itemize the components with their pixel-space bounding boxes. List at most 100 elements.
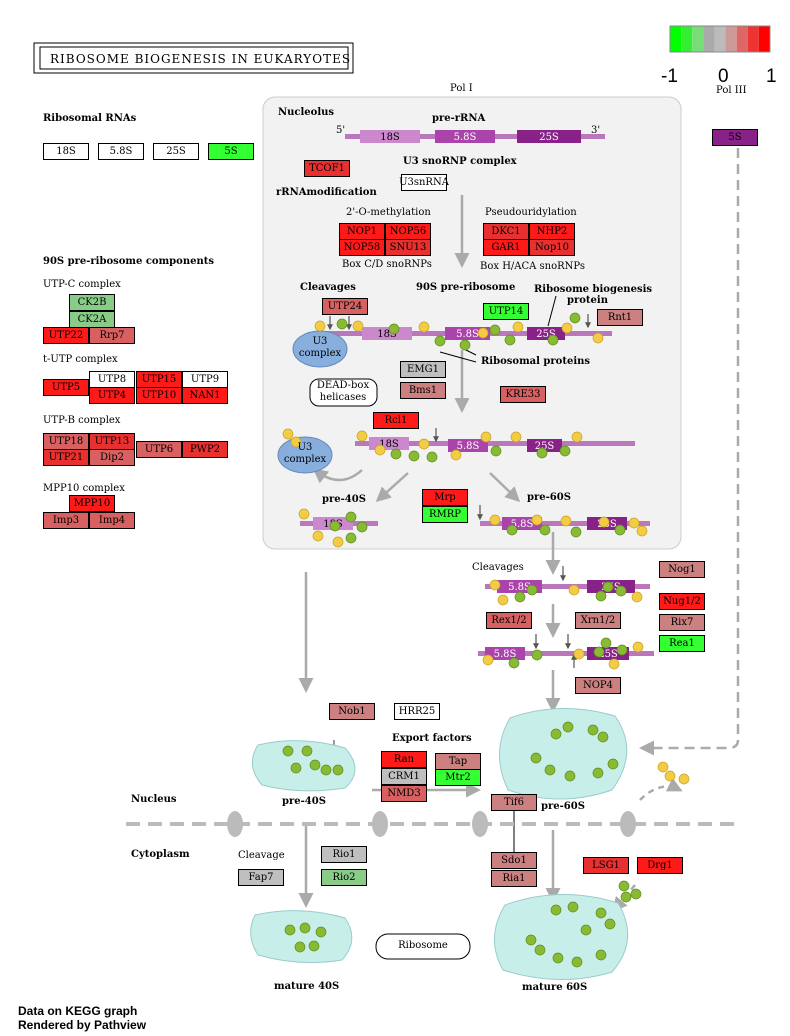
gene-node-u3snrna[interactable]: U3snRNA — [399, 174, 449, 191]
gene-node-xrn12[interactable]: Xrn1/2 — [575, 612, 621, 629]
gene-node-drg1[interactable]: Drg1 — [637, 857, 683, 874]
u3-complex-label-b: U3 — [297, 442, 313, 453]
gene-node-rix7[interactable]: Rix7 — [659, 614, 705, 631]
biogenesis-protein-ball — [512, 321, 524, 333]
ribosomal-protein-ball — [564, 770, 576, 782]
ribosomal-protein-ball — [616, 644, 628, 656]
pre-60s-label: pre-60S — [527, 492, 571, 503]
biogenesis-protein-ball — [561, 322, 573, 334]
gene-node-pwp2[interactable]: PWP2 — [182, 441, 228, 458]
gene-node-mpp10[interactable]: MPP10 — [69, 495, 115, 512]
ribosomal-protein-ball — [570, 526, 582, 538]
gene-node-rrna-5s[interactable]: 5S — [208, 143, 254, 160]
gene-node-tcof1[interactable]: TCOF1 — [304, 160, 350, 177]
ribosomal-protein-ball — [602, 581, 614, 593]
gene-node-pol3-5s[interactable]: 5S — [712, 129, 758, 146]
gene-node-nog1[interactable]: Nog1 — [659, 561, 705, 578]
cleavages-label: Cleavages — [300, 282, 356, 293]
gene-node-dkc1[interactable]: DKC1 — [483, 223, 529, 240]
gene-node-imp4[interactable]: Imp4 — [89, 512, 135, 529]
legend-mid-label: 0 — [718, 66, 729, 87]
gene-node-nhp2[interactable]: NHP2 — [529, 223, 575, 240]
gene-node-bms1[interactable]: Bms1 — [400, 382, 446, 399]
gene-node-ran[interactable]: Ran — [381, 751, 427, 768]
gene-node-utp4[interactable]: UTP4 — [89, 387, 135, 404]
biogenesis-protein-ball — [480, 431, 492, 443]
gene-node-utp21[interactable]: UTP21 — [43, 449, 89, 466]
gene-node-nop1[interactable]: NOP1 — [339, 223, 385, 240]
gene-node-nan1[interactable]: NAN1 — [182, 387, 228, 404]
gene-node-lsg1[interactable]: LSG1 — [583, 857, 629, 874]
gene-node-mtr2[interactable]: Mtr2 — [435, 769, 481, 786]
ribosomal-protein-ball — [544, 764, 556, 776]
gene-node-imp3[interactable]: Imp3 — [43, 512, 89, 529]
gene-node-utp6[interactable]: UTP6 — [136, 441, 182, 458]
gene-node-rrnt1[interactable]: Rnt1 — [597, 309, 643, 326]
ribosomal-protein-ball — [562, 721, 574, 733]
ribosomal-protein-ball — [618, 880, 630, 892]
biogenesis-protein-ball — [298, 508, 310, 520]
gene-node-rio1[interactable]: Rio1 — [321, 846, 367, 863]
rna-backbone — [485, 584, 650, 589]
gene-node-utp10[interactable]: UTP10 — [136, 387, 182, 404]
gene-node-tap[interactable]: Tap — [435, 753, 481, 770]
gene-node-emg1[interactable]: EMG1 — [400, 361, 446, 378]
gene-node-utp5[interactable]: UTP5 — [43, 379, 89, 396]
gene-node-crm1[interactable]: CRM1 — [381, 768, 427, 785]
ribosomal-protein-ball — [345, 532, 357, 544]
gene-node-nug1[interactable]: Nug1/2 — [659, 593, 705, 610]
biogenesis-protein-ball — [531, 514, 543, 526]
ribosomal-protein-ball — [408, 450, 420, 462]
gene-node-nop58[interactable]: NOP58 — [339, 239, 385, 256]
gene-node-rrna-58s[interactable]: 5.8S — [98, 143, 144, 160]
gene-node-rrp7[interactable]: Rrp7 — [89, 327, 135, 344]
rna-segment-label: 5.8S — [508, 582, 531, 593]
gene-node-rcl1[interactable]: Rcl1 — [373, 412, 419, 429]
gene-node-sdo1[interactable]: Sdo1 — [491, 852, 537, 869]
ribosomal-protein-ball — [390, 448, 402, 460]
gene-node-utp14[interactable]: UTP14 — [483, 303, 529, 320]
gene-node-nop4[interactable]: NOP4 — [575, 677, 621, 694]
pre-60s-particle — [499, 707, 628, 800]
biogenesis-protein-ball — [510, 431, 522, 443]
gene-node-gar1[interactable]: GAR1 — [483, 239, 529, 256]
gene-node-utp18[interactable]: UTP18 — [43, 433, 89, 450]
gene-node-mrp[interactable]: Mrp — [422, 489, 468, 506]
gene-node-dip2[interactable]: Dip2 — [89, 449, 135, 466]
dead-box-label-2: helicases — [319, 392, 367, 403]
ribosomal-protein-ball — [514, 591, 526, 603]
gene-node-rrna-18s[interactable]: 18S — [43, 143, 89, 160]
gene-node-rex12[interactable]: Rex1/2 — [486, 612, 532, 629]
gene-node-fap7[interactable]: Fap7 — [238, 869, 284, 886]
rna-segment-label: 5.8S — [457, 441, 480, 452]
gene-node-hrr25[interactable]: HRR25 — [394, 703, 440, 720]
gene-node-ria1[interactable]: Ria1 — [491, 870, 537, 887]
gene-node-utp9[interactable]: UTP9 — [182, 371, 228, 388]
gene-node-ck2b[interactable]: CK2B — [69, 294, 115, 311]
gene-node-rmrp[interactable]: RMRP — [422, 506, 468, 523]
gene-node-snu13[interactable]: SNU13 — [385, 239, 431, 256]
gene-node-nop10[interactable]: Nop10 — [529, 239, 575, 256]
gene-node-rrna-25s[interactable]: 25S — [153, 143, 199, 160]
biogenesis-protein-ball — [632, 641, 644, 653]
ribosomal-protein-ball — [593, 646, 605, 658]
gene-node-ck2a[interactable]: CK2A — [69, 311, 115, 328]
pol-iii-label: Pol III — [716, 85, 747, 96]
gene-node-rea1[interactable]: Rea1 — [659, 635, 705, 652]
biogenesis-protein-ball — [489, 514, 501, 526]
gene-node-utp24[interactable]: UTP24 — [322, 298, 368, 315]
ribosomal-protein-ball — [329, 520, 341, 532]
gene-node-kre33[interactable]: KRE33 — [500, 386, 546, 403]
gene-node-utp15[interactable]: UTP15 — [136, 371, 182, 388]
gene-node-utp22[interactable]: UTP22 — [43, 327, 89, 344]
biogenesis-protein-ball — [657, 761, 669, 773]
gene-node-nop56[interactable]: NOP56 — [385, 223, 431, 240]
gene-node-utp13[interactable]: UTP13 — [89, 433, 135, 450]
gene-node-utp8[interactable]: UTP8 — [89, 371, 135, 388]
legend-swatch — [703, 26, 715, 52]
gene-node-rio2[interactable]: Rio2 — [321, 869, 367, 886]
biogenesis-protein-ball — [314, 320, 326, 332]
gene-node-tif6[interactable]: Tif6 — [491, 794, 537, 811]
gene-node-nmd3[interactable]: NMD3 — [381, 785, 427, 802]
gene-node-nob1[interactable]: Nob1 — [329, 703, 375, 720]
